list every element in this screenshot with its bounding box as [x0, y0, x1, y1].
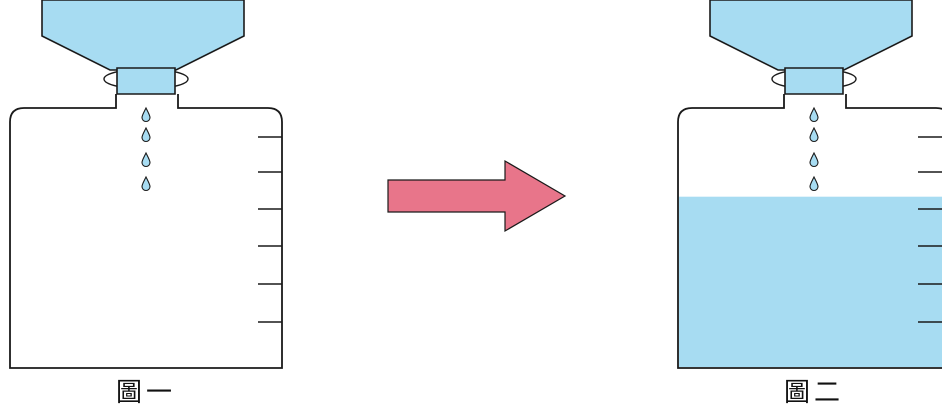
water-drop: [809, 126, 819, 143]
water-drop: [141, 151, 151, 168]
figure-1-caption: 圖一: [115, 378, 176, 408]
bottle-1: [9, 94, 283, 369]
funnel-spout-1: [116, 67, 176, 95]
water-drops-1: [141, 106, 151, 192]
water-drop: [141, 126, 151, 143]
water-drop: [141, 175, 151, 192]
transition-arrow: [387, 159, 567, 233]
water-drop: [809, 175, 819, 192]
funnel-1: [41, 0, 245, 71]
funnel-2: [709, 0, 913, 71]
water-drop: [809, 106, 819, 123]
figure-2-caption: 圖二: [783, 378, 844, 408]
scale-marks-2: [918, 136, 942, 323]
water-drops-2: [809, 106, 819, 192]
figure-2: [677, 0, 942, 369]
water-drop: [809, 151, 819, 168]
water-drop: [141, 106, 151, 123]
water-2: [679, 196, 942, 367]
funnel-spout-2: [784, 67, 844, 95]
scale-marks-1: [258, 136, 282, 323]
figure-1: [9, 0, 283, 369]
